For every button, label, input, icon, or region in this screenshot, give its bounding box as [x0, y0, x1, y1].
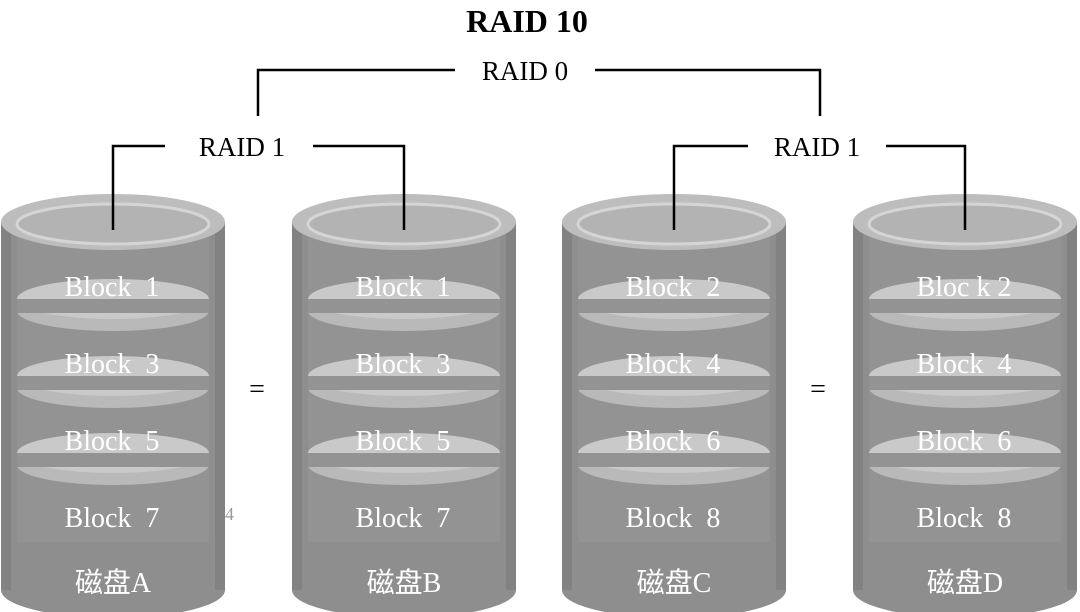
- platter-separator: [17, 297, 209, 331]
- block-label: Block 5: [356, 426, 451, 457]
- mirror-equals-left: =: [249, 374, 265, 405]
- raid1-label-left: RAID 1: [199, 132, 285, 162]
- block-label: Block 4: [626, 349, 721, 380]
- platter-separator: [308, 297, 500, 331]
- disk-d: Bloc k 2 Block 4 Block 6 Block 8 磁盘D: [853, 194, 1077, 612]
- disk-label: 磁盘B: [367, 567, 442, 599]
- disk-edge-shade: [1, 222, 11, 590]
- platter-fill: [578, 299, 770, 313]
- block-label: Block 3: [65, 349, 160, 380]
- platter-fill: [869, 453, 1061, 467]
- disk-edge-shade: [215, 222, 225, 590]
- block-label: Block 2: [626, 272, 721, 303]
- block-label: Block 4: [917, 349, 1012, 380]
- block-label: Block 8: [917, 503, 1012, 534]
- diagram-title: RAID 10: [466, 3, 588, 39]
- platter-separator: [869, 374, 1061, 408]
- platter-fill: [17, 299, 209, 313]
- block-label: Block 8: [626, 503, 721, 534]
- block-label: Bloc k 2: [917, 272, 1012, 303]
- platter-separator: [869, 451, 1061, 485]
- block-label: Block 1: [356, 272, 451, 303]
- disk-edge-shade: [506, 222, 516, 590]
- disk-label: 磁盘C: [637, 567, 712, 599]
- disk-edge-shade: [292, 222, 302, 590]
- platter-separator: [578, 297, 770, 331]
- platter-fill: [578, 453, 770, 467]
- block-label: Block 1: [65, 272, 160, 303]
- platter-fill: [869, 299, 1061, 313]
- disk-edge-shade: [562, 222, 572, 590]
- raid0-label: RAID 0: [482, 56, 568, 86]
- block-label: Block 6: [917, 426, 1012, 457]
- platter-fill: [308, 376, 500, 390]
- platter-separator: [308, 451, 500, 485]
- disk-edge-shade: [853, 222, 863, 590]
- platter-separator: [17, 374, 209, 408]
- platter-separator: [308, 374, 500, 408]
- disk-a: Block 1 Block 3 Block 5 Block 7 磁盘A: [1, 194, 225, 612]
- platter-fill: [308, 299, 500, 313]
- disk-edge-shade: [776, 222, 786, 590]
- mirror-equals-right: =: [810, 374, 826, 405]
- raid1-connector-left: [111, 144, 406, 230]
- disk-label: 磁盘A: [75, 567, 152, 599]
- block-label: Block 6: [626, 426, 721, 457]
- block-label: Block 7: [356, 503, 451, 534]
- platter-fill: [578, 376, 770, 390]
- platter-separator: [578, 451, 770, 485]
- disk-edge-shade: [1067, 222, 1077, 590]
- block-label: Block 7: [65, 503, 160, 534]
- disk-label: 磁盘D: [927, 567, 1003, 599]
- platter-fill: [17, 376, 209, 390]
- disk-b: Block 1 Block 3 Block 5 Block 7 磁盘B: [292, 194, 516, 612]
- platter-separator: [17, 451, 209, 485]
- raid1-connector-right: [672, 144, 967, 230]
- platter-fill: [308, 453, 500, 467]
- platter-fill: [869, 376, 1061, 390]
- raid0-connector: [256, 68, 822, 116]
- platter-fill: [17, 453, 209, 467]
- block-label: Block 3: [356, 349, 451, 380]
- stray-mark: 4: [225, 504, 234, 524]
- platter-separator: [869, 297, 1061, 331]
- platter-separator: [578, 374, 770, 408]
- raid1-label-right: RAID 1: [774, 132, 860, 162]
- disk-c: Block 2 Block 4 Block 6 Block 8 磁盘C: [562, 194, 786, 612]
- block-label: Block 5: [65, 426, 160, 457]
